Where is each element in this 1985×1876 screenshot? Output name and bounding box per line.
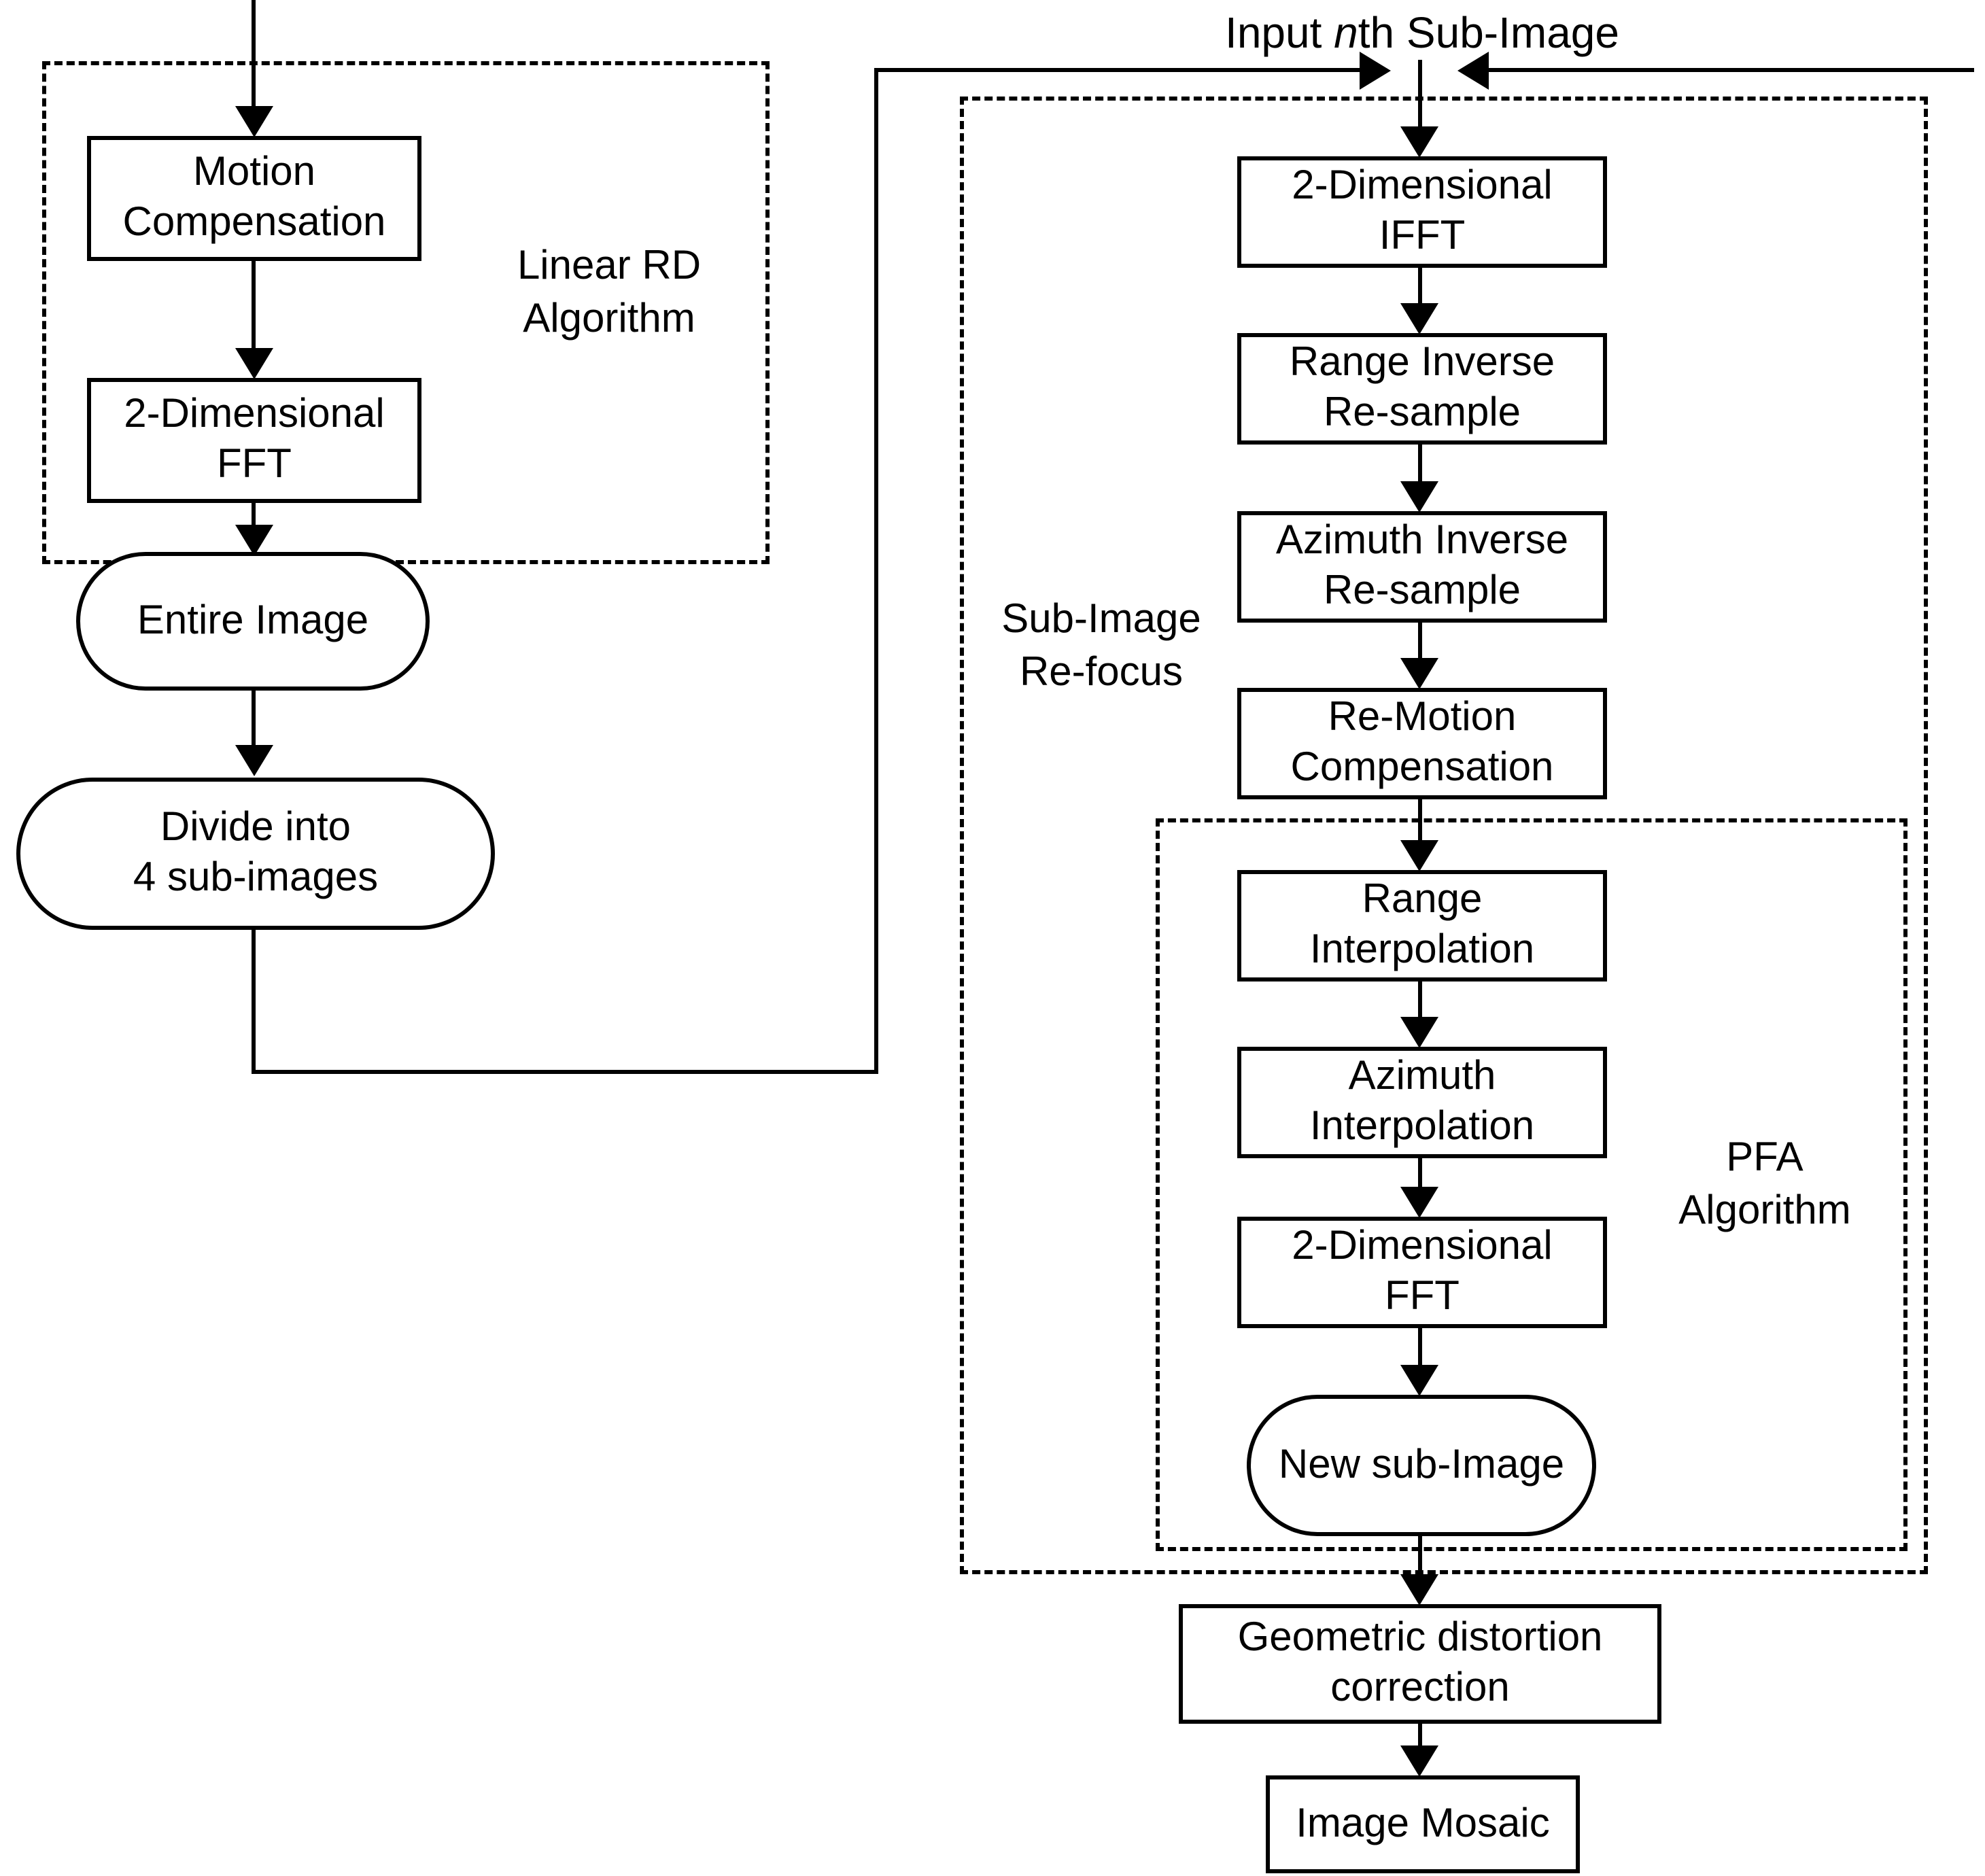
node-azimuth-inverse-resample: Azimuth Inverse Re-sample [1237, 511, 1607, 623]
connector-line [1418, 1328, 1422, 1365]
connector-line [874, 68, 878, 1074]
connector-line [1418, 1158, 1422, 1187]
group-label-sub-image-refocus: Sub-Image Re-focus [1001, 597, 1201, 695]
node-motion-compensation: Motion Compensation [87, 136, 421, 261]
node-range-interpolation: Range Interpolation [1237, 870, 1607, 982]
arrow-down-icon [1400, 1745, 1438, 1777]
group-linear-rd-algorithm [42, 61, 770, 564]
node-image-mosaic: Image Mosaic [1266, 1775, 1580, 1873]
node-2d-ifft: 2-Dimensional IFFT [1237, 156, 1607, 268]
connector-entry-line [252, 0, 256, 106]
connector-line [1418, 268, 1422, 303]
connector-line [1418, 1724, 1422, 1745]
node-azimuth-interpolation: Azimuth Interpolation [1237, 1047, 1607, 1158]
arrow-down-icon [1400, 126, 1438, 158]
node-new-sub-image: New sub-Image [1247, 1395, 1596, 1536]
arrow-down-icon [235, 745, 273, 776]
node-2d-fft-right: 2-Dimensional FFT [1237, 1217, 1607, 1328]
connector-line [1418, 982, 1422, 1017]
connector-line [252, 261, 256, 348]
connector-line [252, 930, 256, 1074]
arrow-down-icon [235, 348, 273, 379]
arrow-down-icon [235, 525, 273, 556]
arrow-down-icon [1400, 303, 1438, 334]
connector-line [252, 503, 256, 525]
input-title-n: n [1334, 8, 1358, 57]
connector-line [1418, 623, 1422, 658]
connector-line [252, 691, 256, 745]
group-label-pfa: PFA Algorithm [1678, 1135, 1851, 1233]
arrow-down-icon [1400, 1365, 1438, 1396]
arrow-left-icon [1457, 52, 1489, 90]
arrow-right-icon [1360, 52, 1391, 90]
group-label-linear-rd: Linear RD Algorithm [517, 243, 702, 341]
arrow-down-icon [1400, 1017, 1438, 1048]
node-divide-sub-images: Divide into 4 sub-images [16, 778, 495, 930]
node-2d-fft-left: 2-Dimensional FFT [87, 378, 421, 503]
node-entire-image: Entire Image [76, 552, 430, 691]
arrow-down-icon [1400, 1187, 1438, 1218]
arrow-down-icon [1400, 658, 1438, 689]
connector-feed-line [874, 68, 1360, 72]
node-geometric-distortion-correction: Geometric distortion correction [1179, 1604, 1661, 1724]
connector-line [1418, 60, 1422, 126]
arrow-down-icon [1400, 481, 1438, 513]
connector-line [1418, 799, 1422, 840]
arrow-down-icon [235, 106, 273, 137]
node-re-motion-compensation: Re-Motion Compensation [1237, 688, 1607, 799]
arrow-down-icon [1400, 1574, 1438, 1605]
connector-line [1418, 1536, 1422, 1574]
connector-line [252, 1070, 878, 1074]
input-title-prefix: Input [1225, 8, 1334, 57]
input-title-suffix: th Sub-Image [1358, 8, 1619, 57]
arrow-down-icon [1400, 840, 1438, 871]
group-sub-image-refocus [960, 97, 1928, 1574]
node-range-inverse-resample: Range Inverse Re-sample [1237, 333, 1607, 445]
group-pfa-algorithm [1156, 818, 1908, 1551]
input-title: Input nth Sub-Image [1150, 8, 1694, 58]
connector-line [1418, 445, 1422, 481]
connector-feedback-line [1487, 68, 1974, 72]
